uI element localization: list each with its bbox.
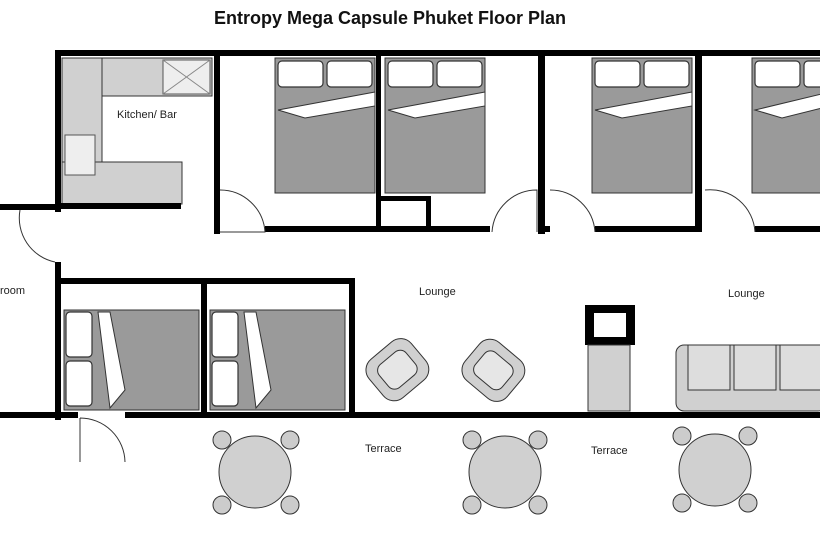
capsule-beds xyxy=(63,309,346,411)
double-beds xyxy=(274,57,820,194)
lounge-furniture xyxy=(365,338,820,412)
walls xyxy=(0,50,820,420)
room-label-lounge-1: Lounge xyxy=(419,286,456,298)
room-label-kitchen: Kitchen/ Bar xyxy=(117,109,177,121)
kitchen-counter xyxy=(61,57,213,205)
room-label-terrace-1: Terrace xyxy=(365,443,402,455)
terrace-tables xyxy=(212,426,758,515)
room-label-bathroom: room xyxy=(0,285,26,297)
room-label-terrace-2: Terrace xyxy=(591,445,628,457)
room-label-lounge-2: Lounge xyxy=(728,288,765,300)
sink-icon xyxy=(64,134,96,176)
doors xyxy=(18,189,756,463)
page-title: Entropy Mega Capsule Phuket Floor Plan xyxy=(213,8,567,28)
